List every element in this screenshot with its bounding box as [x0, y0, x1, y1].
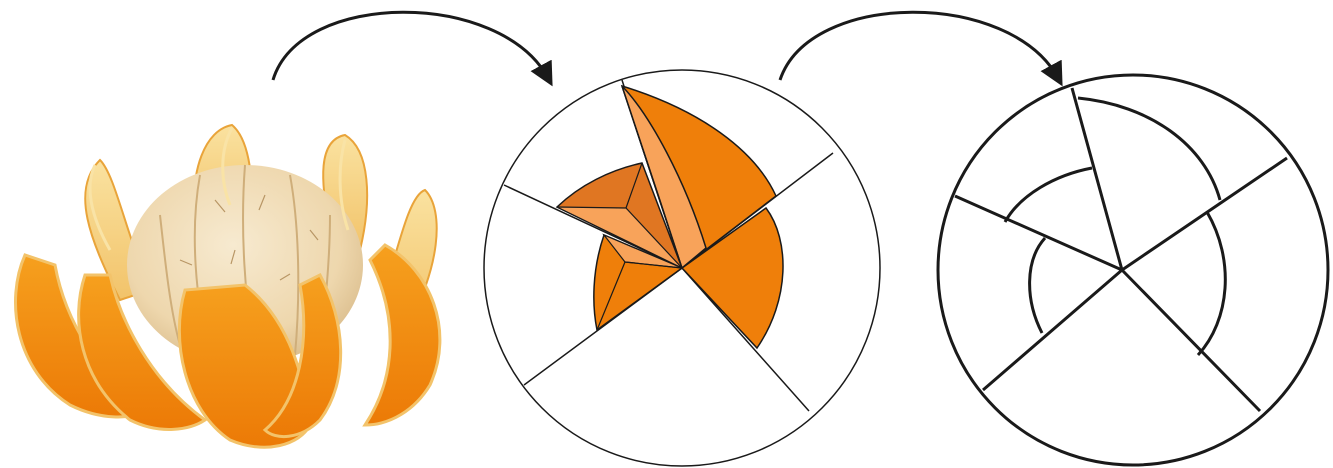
peel-outline-diagram — [938, 75, 1328, 465]
outline-diagram-circle — [938, 75, 1328, 465]
arrow-fold-to-outline-diagram — [780, 12, 1058, 80]
peeled-orange-illustration — [15, 125, 439, 447]
arrow-photo-to-fold-diagram — [273, 12, 548, 80]
folded-peel-diagram — [484, 70, 880, 466]
